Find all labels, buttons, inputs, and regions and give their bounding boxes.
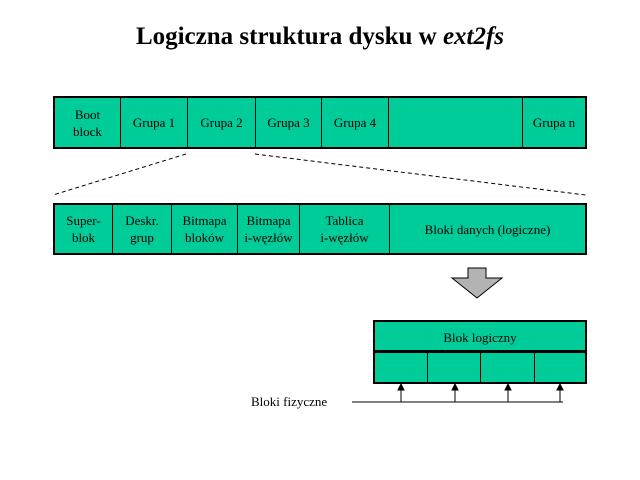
down-arrow-icon: [450, 267, 504, 299]
zoom-line-right: [254, 153, 587, 196]
group-superblock-label: Super- blok: [66, 213, 101, 245]
group-inode-table-label: Tablica i-węzłów: [320, 213, 369, 245]
physical-block: [375, 353, 428, 382]
diagram-title: Logiczna struktura dysku w ext2fs: [0, 22, 640, 52]
disk-boot-block-label: Boot block: [73, 106, 102, 139]
disk-group-3-label: Grupa 3: [267, 115, 310, 130]
group-inode-table: Tablica i-węzłów: [299, 203, 389, 255]
physical-blocks-box: [373, 350, 587, 384]
group-block-bitmap: Bitmapa bloków: [171, 203, 237, 255]
disk-group-4-label: Grupa 4: [333, 115, 377, 130]
group-block-bitmap-label: Bitmapa bloków: [182, 213, 227, 245]
group-group-descriptors: Deskr. grup: [112, 203, 171, 255]
zoom-line-left: [52, 153, 187, 196]
disk-group-3: Grupa 3: [255, 96, 321, 149]
group-group-descriptors-label: Deskr. grup: [125, 213, 159, 245]
physical-block: [481, 353, 535, 382]
group-superblock: Super- blok: [53, 203, 112, 255]
group-data-blocks-label: Bloki danych (logiczne): [424, 221, 551, 237]
disk-group-gap: [388, 96, 522, 149]
group-inode-bitmap-label: Bitmapa i-węzłów: [244, 213, 293, 245]
disk-group-4: Grupa 4: [321, 96, 388, 149]
title-emphasis: ext2fs: [442, 23, 505, 50]
physical-blocks-label: Bloki fizyczne: [251, 394, 328, 409]
disk-group-1: Grupa 1: [120, 96, 187, 149]
disk-boot-block: Boot block: [53, 96, 120, 149]
physical-block-arrows: [397, 382, 564, 402]
logical-block-label: Blok logiczny: [443, 329, 517, 345]
disk-group-n: Grupa n: [522, 96, 587, 149]
disk-group-2: Grupa 2: [187, 96, 255, 149]
group-data-blocks: Bloki danych (logiczne): [389, 203, 587, 255]
disk-group-2-label: Grupa 2: [200, 115, 243, 130]
title-text: Logiczna struktura dysku w: [135, 23, 443, 50]
logical-block-box: Blok logiczny: [373, 320, 587, 352]
physical-block: [428, 353, 481, 382]
disk-group-n-label: Grupa n: [532, 115, 576, 130]
group-inode-bitmap: Bitmapa i-węzłów: [237, 203, 299, 255]
disk-group-1-label: Grupa 1: [132, 115, 176, 130]
